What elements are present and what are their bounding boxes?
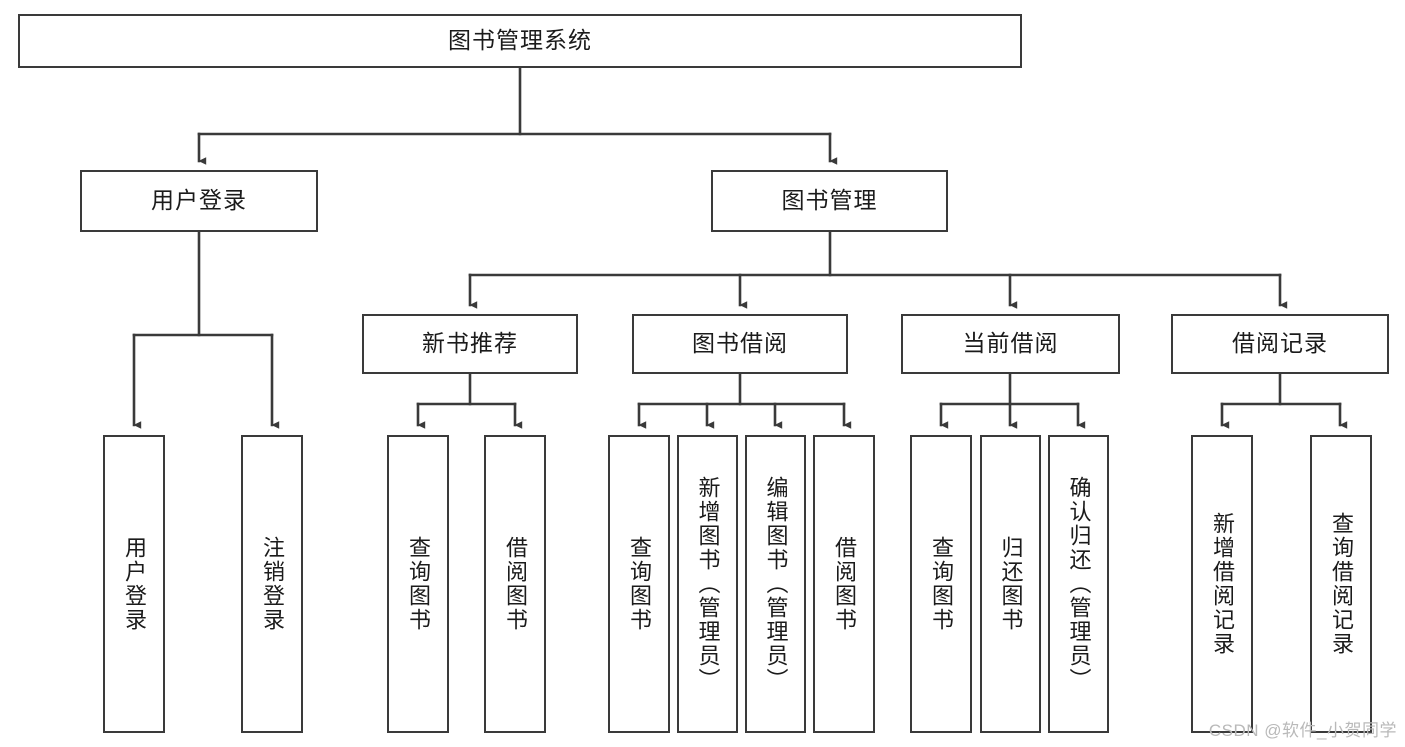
node-user-login-label: 用户登录 (151, 187, 247, 214)
leaf-current-return-book[interactable]: 归还图书 (980, 435, 1041, 733)
leaf-recommend-query-book[interactable]: 查询图书 (387, 435, 449, 733)
node-root-label: 图书管理系统 (448, 27, 592, 54)
leaf-record-add-record[interactable]: 新增借阅记录 (1191, 435, 1253, 733)
leaf-borrow-borrow-book[interactable]: 借阅图书 (813, 435, 875, 733)
leaf-borrow-borrow-book-label: 借阅图书 (831, 536, 857, 632)
leaf-current-query-book-label: 查询图书 (928, 536, 954, 632)
leaf-current-query-book[interactable]: 查询图书 (910, 435, 972, 733)
leaf-borrow-query-book-label: 查询图书 (626, 536, 652, 632)
node-book-management[interactable]: 图书管理 (711, 170, 948, 232)
node-borrow-record-label: 借阅记录 (1232, 330, 1328, 357)
leaf-user-login-signin[interactable]: 用户登录 (103, 435, 165, 733)
leaf-recommend-borrow-book[interactable]: 借阅图书 (484, 435, 546, 733)
leaf-user-login-signout-label: 注销登录 (259, 536, 285, 632)
leaf-user-login-signout[interactable]: 注销登录 (241, 435, 303, 733)
leaf-record-add-record-label: 新增借阅记录 (1209, 512, 1235, 656)
leaf-current-confirm-return[interactable]: 确认归还（管理员） (1048, 435, 1109, 733)
leaf-recommend-borrow-book-label: 借阅图书 (502, 536, 528, 632)
node-borrow-record[interactable]: 借阅记录 (1171, 314, 1389, 374)
leaf-borrow-query-book[interactable]: 查询图书 (608, 435, 670, 733)
leaf-borrow-edit-book-label: 编辑图书（管理员） (763, 476, 789, 692)
node-current-borrow[interactable]: 当前借阅 (901, 314, 1120, 374)
node-user-login[interactable]: 用户登录 (80, 170, 318, 232)
leaf-borrow-edit-book[interactable]: 编辑图书（管理员） (745, 435, 806, 733)
leaf-current-confirm-return-label: 确认归还（管理员） (1066, 476, 1092, 692)
leaf-user-login-signin-label: 用户登录 (121, 536, 147, 632)
leaf-current-return-book-label: 归还图书 (998, 536, 1024, 632)
leaf-borrow-add-book[interactable]: 新增图书（管理员） (677, 435, 738, 733)
node-current-borrow-label: 当前借阅 (962, 330, 1059, 357)
leaf-borrow-add-book-label: 新增图书（管理员） (695, 476, 721, 692)
leaf-record-query-record-label: 查询借阅记录 (1328, 512, 1354, 656)
node-book-borrow-label: 图书借阅 (692, 330, 788, 357)
node-book-management-label: 图书管理 (781, 187, 878, 214)
node-book-borrow[interactable]: 图书借阅 (632, 314, 848, 374)
watermark: CSDN @软件_小贺同学 (1208, 721, 1397, 740)
node-new-book-recommend[interactable]: 新书推荐 (362, 314, 578, 374)
leaf-recommend-query-book-label: 查询图书 (405, 536, 431, 632)
node-root[interactable]: 图书管理系统 (18, 14, 1022, 68)
node-new-book-recommend-label: 新书推荐 (422, 330, 518, 357)
leaf-record-query-record[interactable]: 查询借阅记录 (1310, 435, 1372, 733)
